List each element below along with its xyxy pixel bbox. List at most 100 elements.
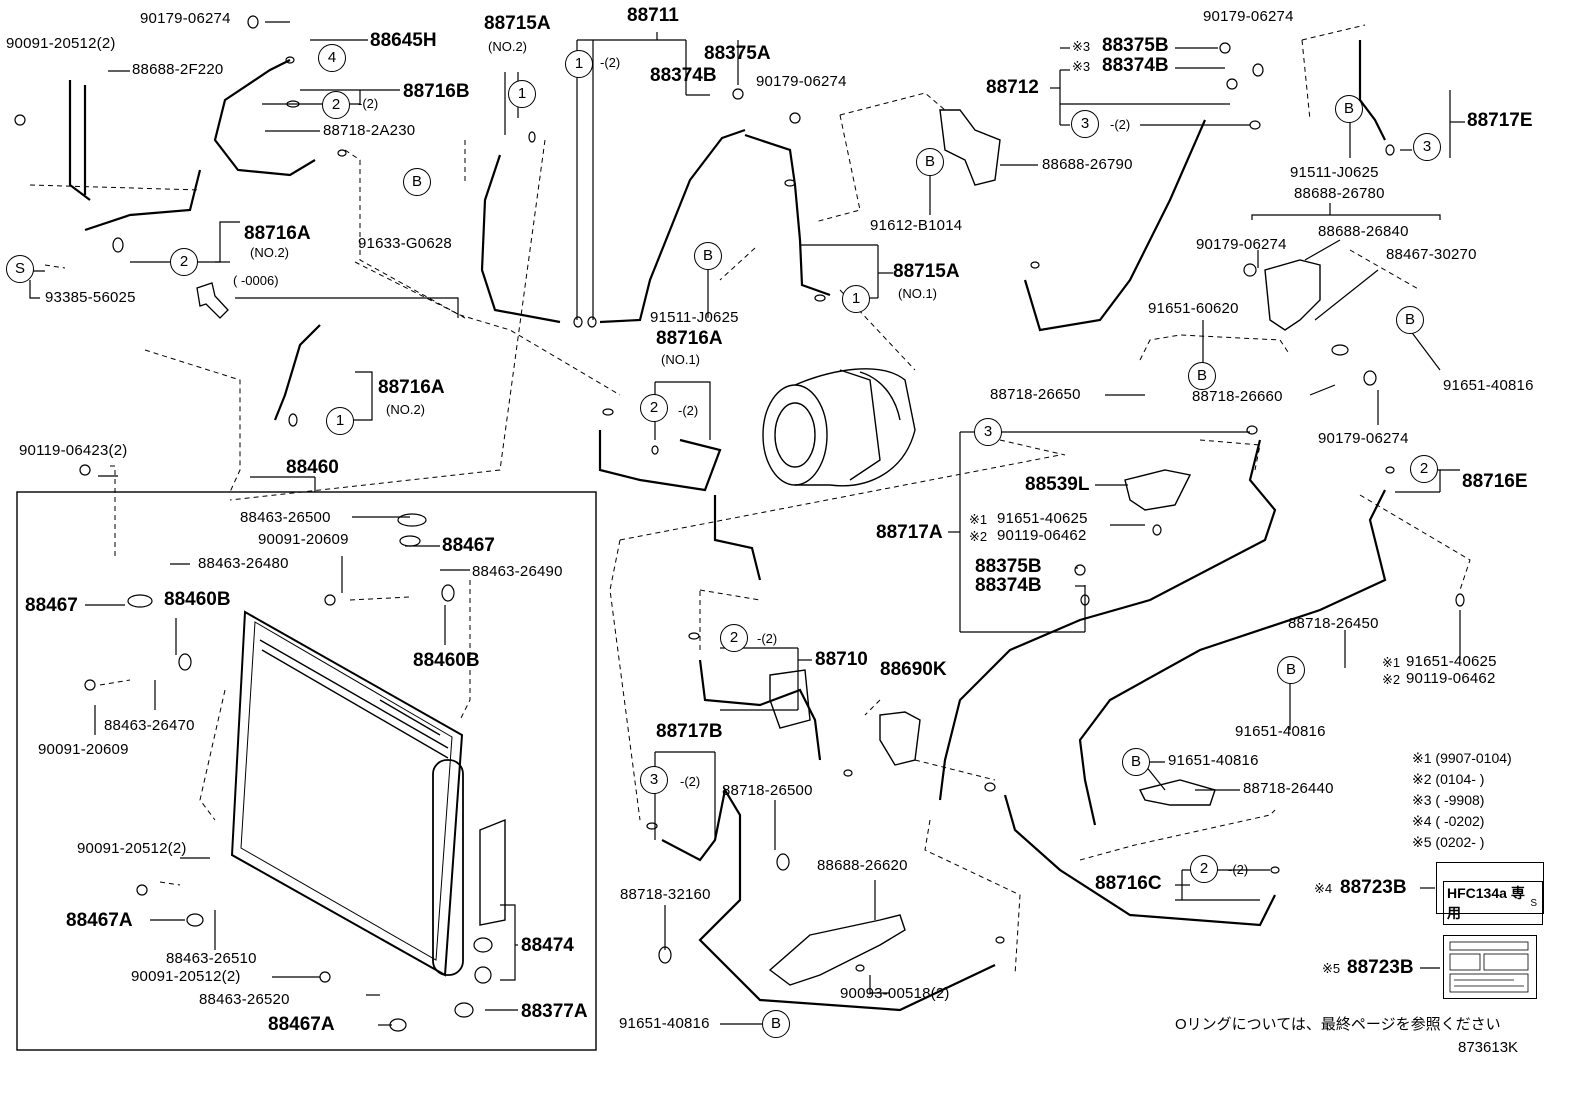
hfc134a-label: HFC134a 専 用 S bbox=[1436, 862, 1544, 925]
bracket-88539L bbox=[1124, 469, 1192, 511]
part-88716E: 88716E bbox=[1462, 471, 1528, 492]
part-88688-26840: 88688-26840 bbox=[1318, 223, 1409, 240]
bracket-26840 bbox=[1264, 259, 1321, 331]
bracket-26440 bbox=[1138, 779, 1216, 806]
ref-circle-2: 2 bbox=[170, 248, 198, 276]
part-91651-40625-a: 91651-40625 bbox=[997, 510, 1088, 527]
ref-circle-b: B bbox=[1335, 95, 1363, 123]
part-91651-40625-b: 91651-40625 bbox=[1406, 653, 1497, 670]
note-row: ※2 (0104- ) bbox=[1412, 771, 1485, 787]
part-90179-06274-e: 90179-06274 bbox=[1318, 430, 1409, 447]
part-88712: 88712 bbox=[986, 77, 1039, 98]
part-91651-60620: 91651-60620 bbox=[1148, 300, 1239, 317]
part-88539L: 88539L bbox=[1025, 474, 1090, 495]
part-88716A-upper: 88716A bbox=[244, 223, 311, 244]
part-88463-26490: 88463-26490 bbox=[472, 563, 563, 580]
qty-label: -(2) bbox=[678, 403, 699, 418]
qty-label: -(2) bbox=[1110, 117, 1131, 132]
part-88463-26470: 88463-26470 bbox=[104, 717, 195, 734]
part-88716A-mid-no1: (NO.1) bbox=[661, 352, 700, 367]
part-91651-40816-d: 91651-40816 bbox=[619, 1015, 710, 1032]
part-88716C: 88716C bbox=[1095, 873, 1162, 894]
part-91612-B1014: 91612-B1014 bbox=[870, 217, 963, 234]
part-90119-06423: 90119-06423(2) bbox=[19, 442, 128, 459]
compressor bbox=[762, 368, 916, 487]
ref-circle-b: B bbox=[1122, 748, 1150, 776]
part-88463-26480: 88463-26480 bbox=[198, 555, 289, 572]
part-88463-26510: 88463-26510 bbox=[166, 950, 257, 967]
part-88716A-lower-no2: (NO.2) bbox=[386, 402, 425, 417]
part-88723B-a: 88723B bbox=[1340, 877, 1407, 898]
marker-x2-a: ※2 bbox=[969, 529, 988, 544]
qty-label: -(2) bbox=[757, 631, 778, 646]
hfc-label-main: HFC134a bbox=[1447, 885, 1507, 901]
note-row: ※1 (9907-0104) bbox=[1412, 750, 1512, 766]
illustration-code: 873613K bbox=[1458, 1039, 1519, 1056]
part-88467-a: 88467 bbox=[442, 535, 495, 556]
range-0006: ( -0006) bbox=[233, 273, 279, 288]
note-row: ※5 (0202- ) bbox=[1412, 834, 1485, 850]
part-90091-20512: 90091-20512(2) bbox=[6, 35, 116, 52]
marker-x3-a: ※3 bbox=[1072, 39, 1091, 54]
ref-circle-1: 1 bbox=[326, 407, 354, 435]
part-88718-26500: 88718-26500 bbox=[722, 782, 813, 799]
part-88718-26450: 88718-26450 bbox=[1288, 615, 1379, 632]
hfc-label-suffix: 専 用 bbox=[1447, 885, 1525, 921]
part-90091-20512-c: 90091-20512(2) bbox=[131, 968, 241, 985]
condenser bbox=[230, 610, 464, 977]
part-88467-30270: 88467-30270 bbox=[1386, 246, 1477, 263]
ref-circle-2: 2 bbox=[640, 394, 668, 422]
part-88717E: 88717E bbox=[1467, 110, 1533, 131]
condenser-group-frame bbox=[16, 491, 597, 1051]
part-88690K: 88690K bbox=[880, 659, 947, 680]
seal-88474 bbox=[479, 818, 506, 926]
bracket-26620 bbox=[768, 914, 906, 986]
part-91511-J0625-b: 91511-J0625 bbox=[1290, 164, 1379, 181]
qty-label: -(2) bbox=[358, 96, 379, 111]
note-row: ※3 ( -9908) bbox=[1412, 792, 1485, 808]
marker-x4: ※4 bbox=[1314, 881, 1333, 896]
part-88715A-mid-no1: (NO.1) bbox=[898, 286, 937, 301]
qty-label: -(2) bbox=[600, 55, 621, 70]
part-88688-26790: 88688-26790 bbox=[1042, 156, 1133, 173]
part-88374B-right: 88374B bbox=[1102, 55, 1169, 76]
part-90093-00518: 90093-00518(2) bbox=[840, 985, 950, 1002]
ref-circle-3: 3 bbox=[640, 766, 668, 794]
part-88718-26660: 88718-26660 bbox=[1192, 388, 1283, 405]
part-88716A-mid: 88716A bbox=[656, 328, 723, 349]
marker-x1-a: ※1 bbox=[969, 512, 988, 527]
ref-circle-3: 3 bbox=[1413, 133, 1441, 161]
ref-circle-s: S bbox=[6, 255, 34, 283]
part-88474: 88474 bbox=[521, 935, 574, 956]
part-88718-26440: 88718-26440 bbox=[1243, 780, 1334, 797]
part-88718-2A230: 88718-2A230 bbox=[323, 122, 416, 139]
ref-circle-b: B bbox=[1396, 306, 1424, 334]
hfc-label-small: S bbox=[1530, 898, 1537, 909]
part-88375B-mid: 88375B bbox=[975, 556, 1042, 577]
ref-circle-3: 3 bbox=[974, 418, 1002, 446]
part-88467A-a: 88467A bbox=[66, 910, 133, 931]
part-88377A: 88377A bbox=[521, 1001, 588, 1022]
part-90119-06462-b: 90119-06462 bbox=[1406, 670, 1496, 687]
part-93385-56025: 93385-56025 bbox=[45, 289, 136, 306]
part-88463-26500: 88463-26500 bbox=[240, 509, 331, 526]
part-88374B-upper: 88374B bbox=[650, 65, 717, 86]
part-88460B-b: 88460B bbox=[413, 650, 480, 671]
bracket-26790 bbox=[939, 109, 1001, 186]
part-88723B-b: 88723B bbox=[1347, 957, 1414, 978]
part-90119-06462-a: 90119-06462 bbox=[997, 527, 1087, 544]
part-88717B: 88717B bbox=[656, 721, 723, 742]
caution-label bbox=[1443, 935, 1537, 999]
part-90091-20609-a: 90091-20609 bbox=[258, 531, 349, 548]
part-90179-06274-b: 90179-06274 bbox=[756, 73, 847, 90]
part-88716A-lower: 88716A bbox=[378, 377, 445, 398]
part-88716A-upper-no2: (NO.2) bbox=[250, 245, 289, 260]
part-88711: 88711 bbox=[627, 5, 679, 26]
part-90179-06274-c: 90179-06274 bbox=[1203, 8, 1294, 25]
part-88374B-mid: 88374B bbox=[975, 575, 1042, 596]
part-91511-J0625: 91511-J0625 bbox=[650, 309, 739, 326]
part-88645H: 88645H bbox=[370, 30, 437, 51]
note-row: ※4 ( -0202) bbox=[1412, 813, 1485, 829]
